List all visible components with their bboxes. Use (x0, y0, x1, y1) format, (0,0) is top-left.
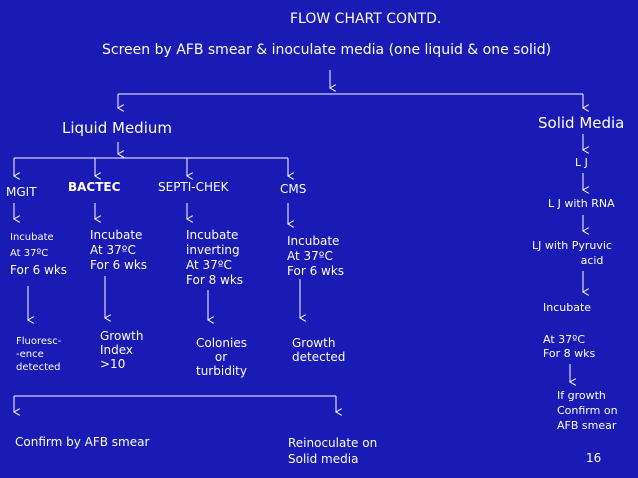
mgit-result-line: Fluoresc- (16, 336, 62, 347)
solid-incubate-line: For 8 wks (543, 347, 596, 360)
solid-incubate: Incubate (543, 301, 592, 314)
confirm-afb-smear: Confirm by AFB smear (15, 435, 150, 449)
septichek-result-line: turbidity (196, 364, 247, 378)
septichek-incubate-line: Incubate (186, 228, 239, 242)
cms-incubate-line: For 6 wks (287, 264, 345, 278)
cms-incubate-line: Incubate (287, 234, 340, 248)
bactec-result-line: Index (100, 343, 134, 357)
solid-growth-line: Confirm on (557, 404, 618, 417)
cms-result: Growth detected (292, 336, 345, 364)
mgit-result-line: detected (16, 362, 61, 373)
cms-label: CMS (280, 182, 307, 196)
solid-growth-line: If growth (557, 389, 606, 402)
lj-pyruvic-label: LJ with Pyruvic acid (526, 238, 618, 268)
mgit-incubate-line: At 37ºC (10, 248, 49, 259)
mgit-incubate: Incubate At 37ºC For 6 wks (10, 230, 67, 278)
solid-incubate-line: At 37ºC (543, 333, 586, 346)
mgit-incubate-line: For 6 wks (10, 263, 68, 277)
cms-result-line: detected (292, 350, 346, 364)
mgit-incubate-line: Incubate (10, 232, 54, 243)
septichek-incubate: Incubate inverting At 37ºC For 8 wks (186, 228, 243, 288)
lj-label: L J (575, 156, 588, 169)
liquid-medium-heading: Liquid Medium (62, 119, 172, 137)
septichek-result: Colonies or turbidity (196, 336, 247, 378)
subtitle: Screen by AFB smear & inoculate media (o… (102, 42, 552, 58)
septichek-incubate-line: At 37ºC (186, 258, 232, 272)
bactec-incubate-line: At 37ºC (90, 243, 136, 257)
reinoculate-line: Reinoculate on (288, 436, 378, 450)
lj-pyruvic-line: acid (580, 254, 604, 267)
lj-rna-label: L J with RNA (548, 197, 615, 210)
solid-media-heading: Solid Media (538, 114, 625, 132)
mgit-result-line: -ence (16, 349, 44, 360)
bactec-incubate-line: Incubate (90, 228, 143, 242)
septichek-label: SEPTI-CHEK (158, 180, 229, 194)
septichek-result-line: or (214, 350, 228, 364)
solid-growth-line: AFB smear (557, 419, 617, 432)
mgit-label: MGIT (6, 185, 37, 199)
mgit-result: Fluoresc- -ence detected (16, 335, 61, 374)
bactec-result-line: >10 (100, 357, 126, 371)
septichek-incubate-line: inverting (186, 243, 240, 257)
page-title: FLOW CHART CONTD. (290, 11, 442, 27)
bactec-result-line: Growth (100, 329, 144, 343)
bactec-incubate-line: For 6 wks (90, 258, 148, 272)
reinoculate: Reinoculate on Solid media (288, 435, 377, 467)
bactec-incubate: Incubate At 37ºC For 6 wks (90, 228, 147, 273)
page-number: 16 (586, 451, 602, 465)
bactec-result: Growth Index >10 (100, 329, 143, 371)
bactec-label: BACTEC (68, 180, 121, 194)
cms-incubate-line: At 37ºC (287, 249, 333, 263)
reinoculate-line: Solid media (288, 452, 359, 466)
septichek-result-line: Colonies (196, 336, 247, 350)
solid-growth-confirm: If growth Confirm on AFB smear (557, 388, 618, 433)
septichek-incubate-line: For 8 wks (186, 273, 244, 287)
solid-incubate-conditions: At 37ºC For 8 wks (543, 333, 595, 361)
cms-result-line: Growth (292, 336, 336, 350)
cms-incubate: Incubate At 37ºC For 6 wks (287, 234, 344, 279)
lj-pyruvic-line: LJ with Pyruvic (532, 239, 612, 252)
